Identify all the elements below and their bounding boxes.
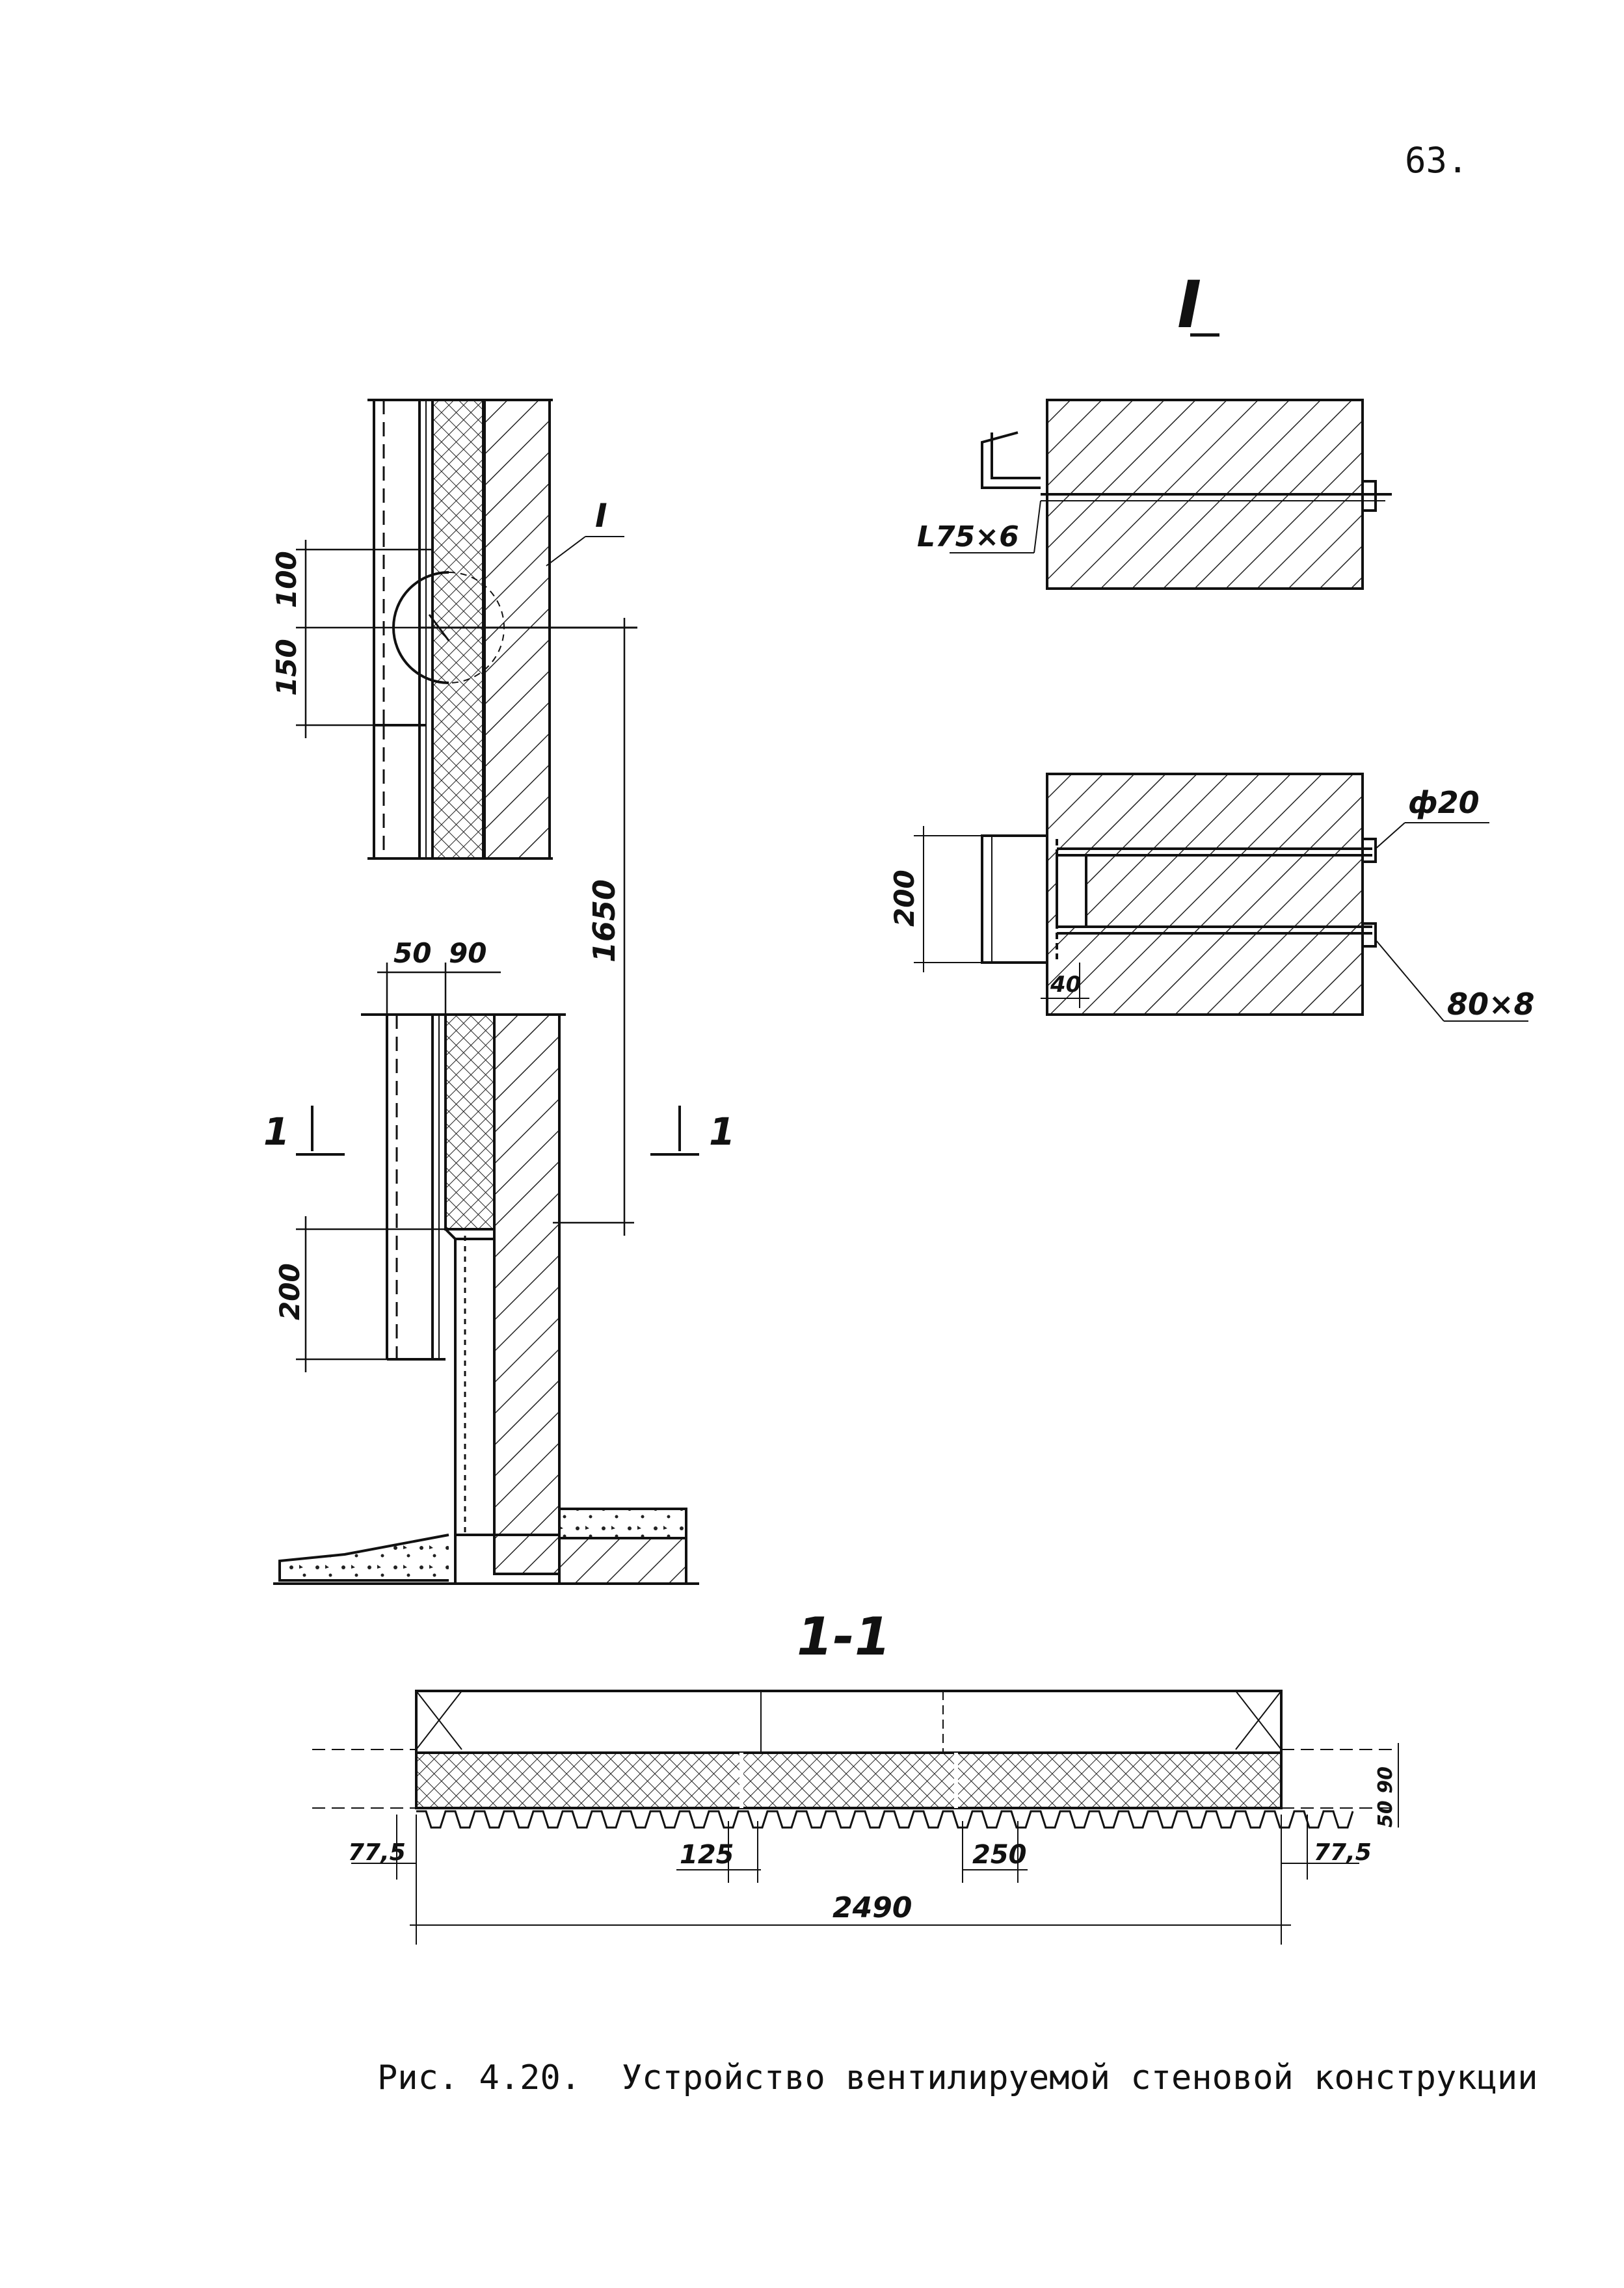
dim-125: 125 <box>680 1840 734 1870</box>
dim-200-left: 200 <box>274 1263 306 1320</box>
dim-40: 40 <box>1050 972 1081 998</box>
page-number: 63. <box>1405 140 1469 181</box>
dim-77-5-right: 77,5 <box>1314 1839 1372 1866</box>
dim-lines-lower <box>296 963 501 1372</box>
dim-1650: 1650 <box>587 879 622 963</box>
section-cut-marks <box>296 1106 699 1156</box>
bolt-callout: ф20 <box>1408 785 1480 820</box>
dim-100: 100 <box>271 551 302 608</box>
dim-150: 150 <box>271 639 302 696</box>
lower-wall-section <box>273 1013 699 1585</box>
dim-50: 50 <box>393 937 431 969</box>
section-mark-left: 1 <box>263 1110 289 1154</box>
upper-wall-section <box>367 399 637 860</box>
caption-text: Устройство вентилируемой стеновой констр… <box>621 2058 1538 2097</box>
dim-90: 90 <box>449 937 486 969</box>
figure-caption: Рис. 4.20. Устройство вентилируемой стен… <box>377 2058 1538 2097</box>
dim-250: 250 <box>972 1840 1027 1870</box>
detail-angle-connection <box>950 399 1392 590</box>
section-title: 1-1 <box>797 1606 891 1667</box>
dim-2490: 2490 <box>832 1891 912 1924</box>
angle-callout: L75×6 <box>917 520 1019 553</box>
dim-77-5-left: 77,5 <box>348 1839 406 1866</box>
dim-1650-line <box>553 618 634 1236</box>
plate-callout: 80×8 <box>1447 987 1535 1022</box>
detail-marker-title: I <box>1177 267 1202 343</box>
caption-prefix: Рис. 4.20. <box>377 2058 581 2097</box>
dim-lines-upper <box>296 540 433 738</box>
dim-200-right: 200 <box>888 870 920 927</box>
detail-bolt-connection <box>914 773 1528 1022</box>
section-1-1 <box>312 1690 1399 1945</box>
section-mark-right: 1 <box>709 1110 735 1154</box>
detail-marker-small: I <box>595 497 607 535</box>
dim-50-90: 50 90 <box>1374 1766 1397 1828</box>
